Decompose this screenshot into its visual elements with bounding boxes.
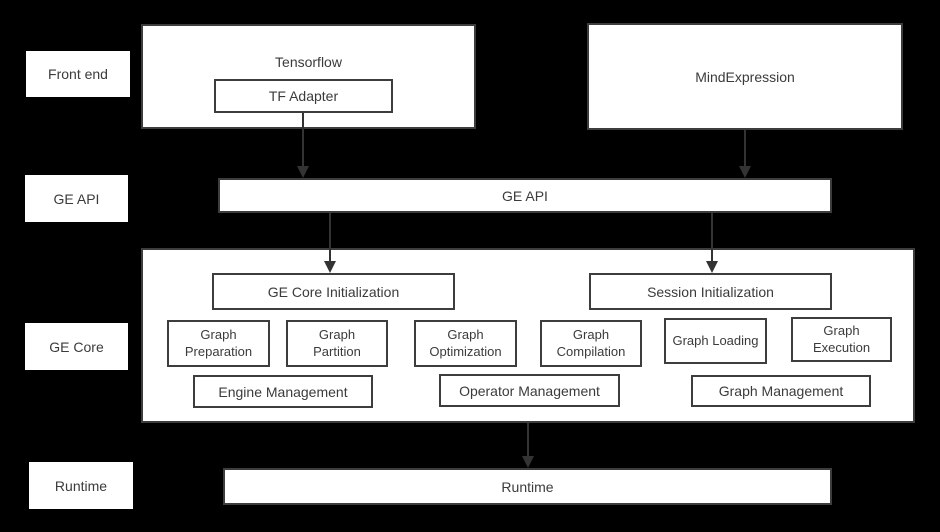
row-label-ge-api-text: GE API [53,190,100,207]
arrow-ge-api-to-session-initialization [706,213,718,273]
graph-management-box: Graph Management [691,375,871,407]
operator-management-box: Operator Management [439,374,620,407]
row-label-ge-core: GE Core [25,323,128,370]
graph-compilation-label: Graph Compilation [556,326,626,359]
mindexpression-label: MindExpression [695,68,795,85]
runtime-bar-label: Runtime [501,478,554,495]
tensorflow-box: Tensorflow TF Adapter [141,24,476,129]
ge-core-initialization-box: GE Core Initialization [212,273,455,310]
graph-management-label: Graph Management [718,383,844,399]
engine-management-box: Engine Management [193,375,373,408]
row-label-runtime: Runtime [29,462,133,509]
tf-adapter-box: TF Adapter [214,79,393,113]
graph-loading-box: Graph Loading [664,318,767,364]
engine-management-label: Engine Management [218,383,348,400]
ge-core-initialization-label: GE Core Initialization [267,283,400,300]
graph-execution-label: Graph Execution [812,322,871,355]
graph-optimization-box: Graph Optimization [414,320,517,367]
row-label-front-end: Front end [26,51,130,97]
tensorflow-label: Tensorflow [275,54,342,70]
session-initialization-box: Session Initialization [589,273,832,310]
arrow-ge-core-to-runtime [522,423,534,468]
ge-api-bar: GE API [218,178,832,213]
operator-management-label: Operator Management [459,382,600,399]
ge-api-bar-label: GE API [502,187,548,204]
session-initialization-label: Session Initialization [647,283,774,300]
graph-partition-label: Graph Partition [313,326,361,359]
graph-compilation-box: Graph Compilation [540,320,642,367]
arrow-mindexpression-to-ge-api [739,130,751,178]
row-label-ge-api: GE API [25,175,128,222]
graph-execution-box: Graph Execution [791,317,892,362]
graph-optimization-label: Graph Optimization [429,326,502,359]
row-label-runtime-text: Runtime [54,477,108,494]
mindexpression-box: MindExpression [587,23,903,130]
arrow-tf-adapter-to-ge-api [297,113,309,178]
graph-partition-box: Graph Partition [286,320,388,367]
arrow-ge-api-to-ge-core-initialization [324,213,336,273]
runtime-bar: Runtime [223,468,832,505]
graph-preparation-label: Graph Preparation [184,326,253,359]
row-label-front-end-text: Front end [48,66,108,82]
tf-adapter-label: TF Adapter [268,88,339,104]
row-label-ge-core-text: GE Core [49,338,104,355]
graph-preparation-box: Graph Preparation [167,320,270,367]
graph-loading-label: Graph Loading [672,332,759,348]
